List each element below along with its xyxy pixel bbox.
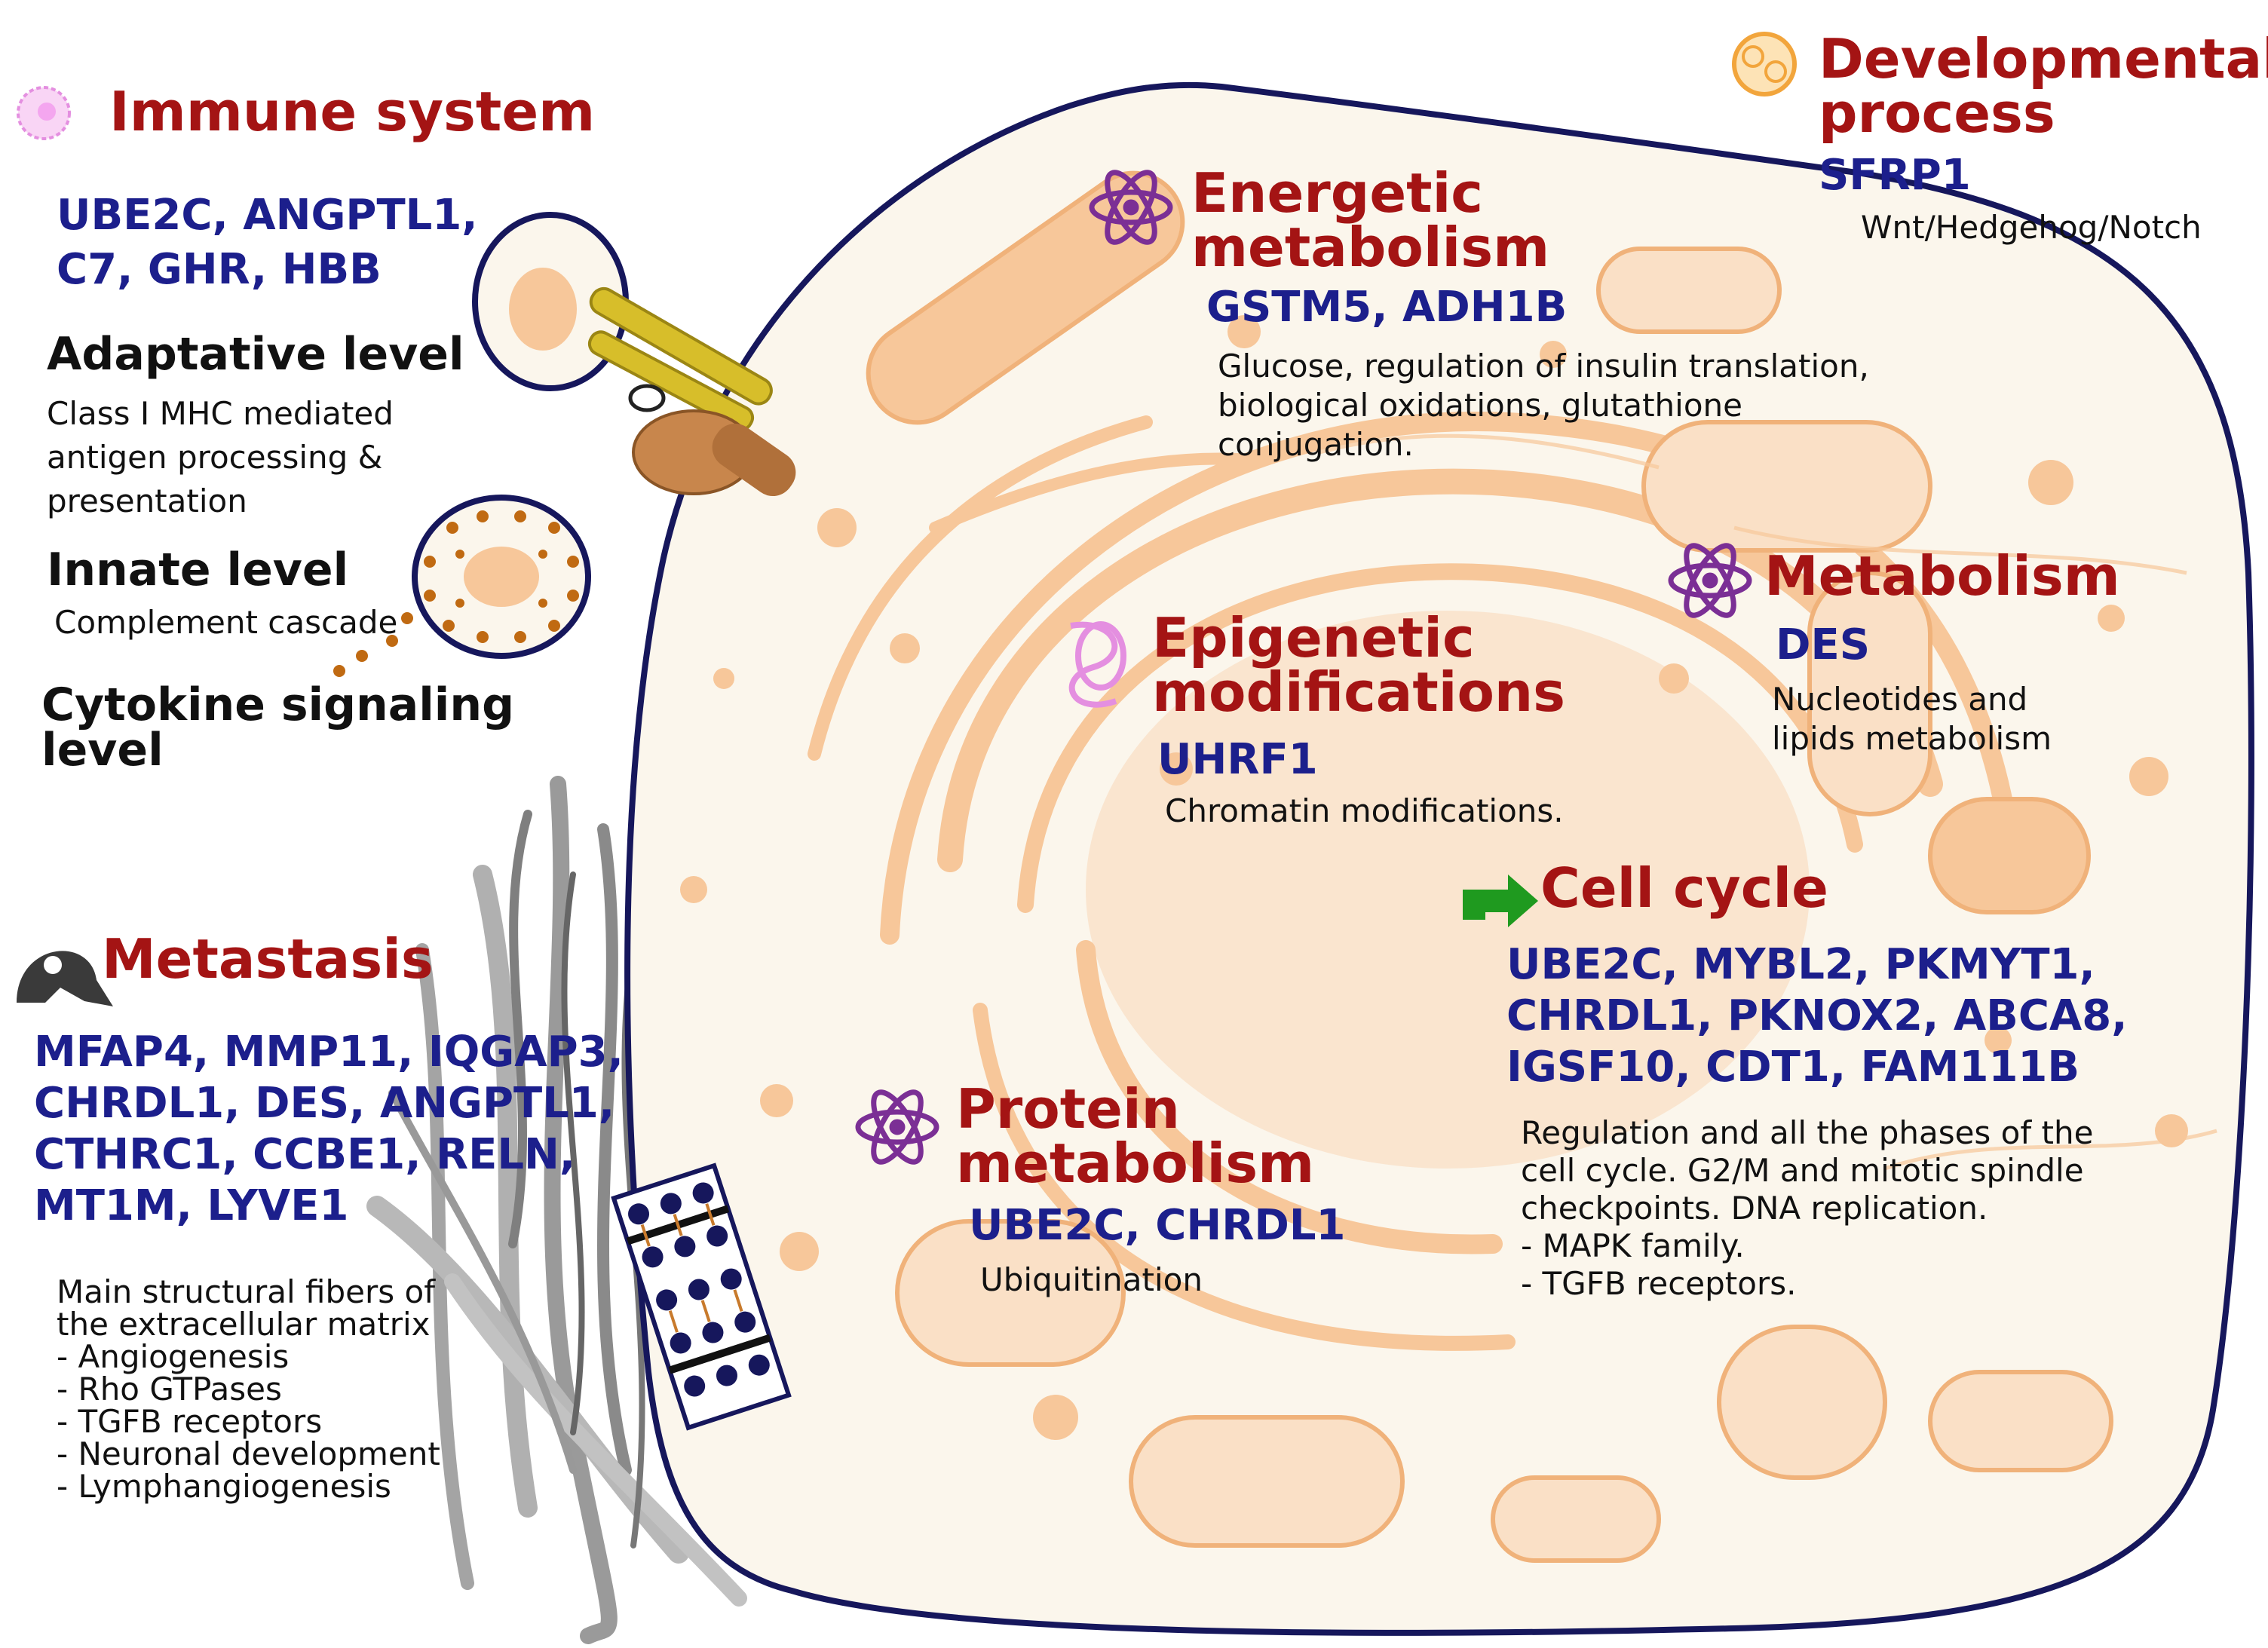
- energetic-metabolism-title: Energetic metabolism: [1191, 161, 1550, 279]
- vesicles: [680, 315, 2188, 1440]
- epigenetic-genes: UHRF1: [1157, 735, 1318, 784]
- cell-cycle-title: Cell cycle: [1540, 856, 1828, 920]
- cell-cycle-genes: UBE2C, MYBL2, PKMYT1, CHRDL1, PKNOX2, AB…: [1506, 940, 2128, 1092]
- protein-metabolism-title: Protein metabolism: [956, 1077, 1315, 1195]
- metabolism-description: Nucleotides and lipids metabolism: [1772, 681, 2052, 757]
- protein-description: Ubiquitination: [980, 1261, 1203, 1298]
- immune-genes: UBE2C, ANGPTL1, C7, GHR, HBB: [57, 191, 478, 294]
- metastasis-description: Main structural fibers of the extracellu…: [57, 1273, 440, 1505]
- energetic-atom-icon: [1089, 170, 1173, 245]
- membrane-channel: [611, 1162, 792, 1431]
- innate-level-description: Complement cascade: [54, 604, 398, 641]
- metabolism-genes: DES: [1776, 620, 1871, 669]
- immune-cell-adaptive: [472, 212, 796, 496]
- chromatin-icon: [1068, 621, 1126, 708]
- cytokine-signaling-label: Cytokine signaling level: [41, 678, 515, 777]
- metastasis-title: Metastasis: [102, 927, 434, 991]
- cytoskeleton-filaments: [1319, 433, 2217, 1171]
- metabolism-title: Metabolism: [1764, 544, 2120, 608]
- energetic-description: Glucose, regulation of insulin translati…: [1218, 348, 1869, 463]
- epigenetic-description: Chromatin modifications.: [1165, 792, 1564, 829]
- developmental-genes: SFRP1: [1819, 151, 1971, 200]
- immune-cell-icon: [17, 86, 71, 140]
- immune-system-title: Immune system: [109, 80, 596, 143]
- nucleus: [1086, 611, 1810, 1169]
- developmental-icon: [1732, 32, 1797, 96]
- protein-atom-icon: [855, 1089, 939, 1165]
- organelles: [866, 170, 2113, 1563]
- adaptive-level-description: Class I MHC mediated antigen processing …: [47, 395, 394, 519]
- epigenetic-modifications-title: Epigenetic modifications: [1152, 606, 1566, 724]
- adaptive-level-label: Adaptative level: [47, 328, 464, 381]
- ghost-icon: [17, 951, 113, 1006]
- developmental-description: Wnt/Hedgehog/Notch: [1861, 209, 2202, 246]
- protein-genes: UBE2C, CHRDL1: [969, 1201, 1346, 1250]
- energetic-genes: GSTM5, ADH1B: [1206, 283, 1568, 332]
- metastasis-genes: MFAP4, MMP11, IQGAP3, CHRDL1, DES, ANGPT…: [34, 1028, 624, 1230]
- metabolism-atom-icon: [1668, 543, 1752, 618]
- innate-level-label: Innate level: [47, 544, 349, 596]
- immune-cell-innate: [333, 495, 591, 677]
- cell-cycle-arrow-icon: [1463, 875, 1538, 927]
- cell-cycle-description: Regulation and all the phases of the cel…: [1521, 1114, 2094, 1302]
- developmental-process-title: Developmental process: [1819, 27, 2268, 145]
